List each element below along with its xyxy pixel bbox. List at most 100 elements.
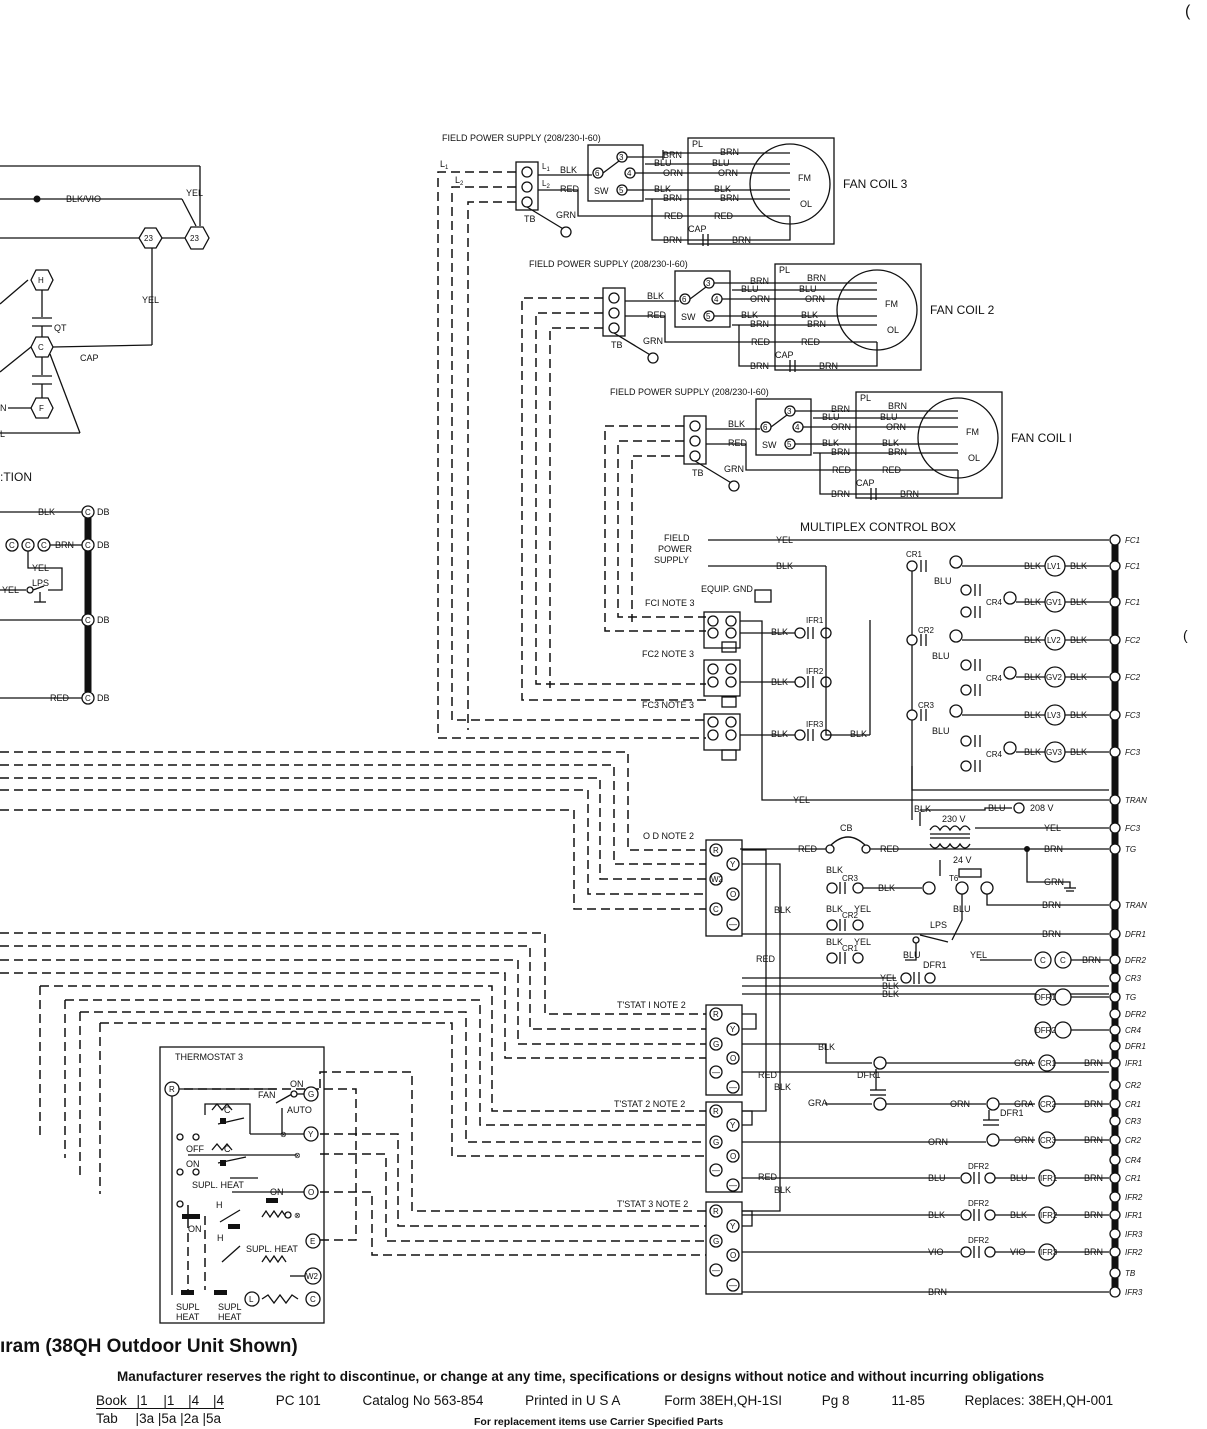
blu-1: BLU [928,1173,946,1183]
bus-terminal-node [1109,1024,1121,1036]
bus-terminal-label: FC2 [1125,636,1141,645]
fc2-sw5: 5 [706,312,711,321]
blk-t1: BLK [818,1042,835,1052]
thermostat-field-wiring [0,751,706,1256]
fc3-sw5: 5 [619,186,624,195]
fc2-red2: RED [751,337,771,347]
bus-terminal-label: FC1 [1125,562,1140,571]
l1-fc3: L1 [440,159,449,171]
dfr1-label: DFR1 [923,960,947,970]
printed: Printed in U S A [525,1393,621,1408]
fc2-fm: FM [885,299,898,309]
tab-val-4: 5a [206,1411,222,1426]
tstat1-note: T'STAT I NOTE 2 [617,1000,686,1010]
t1-y: Y [730,1025,736,1034]
gv2-blk2: BLK [1070,672,1087,682]
blk-6: BLK [928,1210,945,1220]
form-no: Form 38EH,QH-1SI [664,1393,782,1408]
bus-terminal-node [1109,1172,1121,1184]
blk-label: BLK [38,507,55,517]
fc1-orn2: ORN [886,422,906,432]
red-label: RED [50,693,70,703]
dfr2-l3: DFR2 [968,1236,989,1245]
bus-terminal-node [1109,972,1121,984]
bus-terminal-node [1109,1134,1121,1146]
bus-terminal-label: IFR3 [1125,1230,1143,1239]
cr2-blu: BLU [932,651,950,661]
bus-terminal-label: IFR2 [1125,1248,1143,1257]
fc1-brn4: BRN [888,447,907,457]
fc1-ol: OL [968,453,980,463]
fc2-blk: BLK [647,291,664,301]
cr4-label-1: CR4 [986,598,1003,607]
bus-terminal-node [1109,1246,1121,1258]
fan-coil-1: FIELD POWER SUPPLY (208/230-I-60) FAN CO… [610,387,1072,500]
fc2-note: FC2 NOTE 3 [642,649,694,659]
transformer: BLK BLU 208 V 230 V YEL 24 V CB RED RED … [740,802,1109,892]
gv3-blk2: BLK [1070,747,1087,757]
db-2: DB [97,540,110,550]
relay-coils: DFR1 DFR2 CR1 CR2 CR3 IFR1 IFR2 IFR3 BRN… [1034,988,1109,1261]
yel-4: YEL [880,973,897,983]
blk-run-1: BLK [774,905,791,915]
c-term-4: C [41,541,47,550]
bus-terminal-node [1109,1286,1121,1298]
fc3-supply-label: FIELD POWER SUPPLY (208/230-I-60) [442,133,601,143]
ifr2-blk: BLK [771,677,788,687]
fc1-orn1: ORN [831,422,851,432]
fc2-brn1: BRN [750,276,769,286]
fc2-brn6: BRN [819,361,838,371]
brn-label: BRN [55,540,74,550]
book-val-4: 4 [216,1393,224,1408]
bus-terminal-node [1109,634,1121,646]
ts-heat2: HEAT [218,1312,242,1322]
bus-terminal-label: TG [1125,993,1136,1002]
t2-o: O [730,1152,736,1161]
replaces: Replaces: 38EH,QH-001 [964,1393,1114,1408]
fc3-red: RED [560,184,580,194]
coil-dfr1: DFR1 [1035,993,1056,1002]
book-row: Book |1 |1 |4 |4 [96,1393,224,1409]
yel-label-3: YEL [32,563,49,573]
t3-r: R [713,1207,719,1216]
left-unit-wiring: BLK/VIO YEL 23 23 YEL H QT C CAP N F L :… [0,165,210,705]
t1-r: R [713,1010,719,1019]
bus-terminal-label: CR1 [1125,1174,1141,1183]
lv3: LV3 [1047,711,1061,720]
bus-terminal-label: DFR1 [1125,930,1146,939]
fc3-blu1: BLU [654,158,672,168]
fc1-note: FCI NOTE 3 [645,598,695,608]
bus-terminal-node [1109,534,1121,546]
lv2: LV2 [1047,636,1061,645]
t3-g: G [713,1237,719,1246]
bus-terminal-label: DFR2 [1125,956,1146,965]
fc2-title: FAN COIL 2 [930,303,995,317]
t1-g: G [713,1040,719,1049]
fc3-ol: OL [800,199,812,209]
svg-text:(: ( [1185,3,1191,20]
gv3-blk: BLK [1024,747,1041,757]
cb-red: RED [798,844,818,854]
bus-terminal-label: IFR3 [1125,1288,1143,1297]
lv1-blk2: BLK [1070,561,1087,571]
term-f: F [39,404,44,413]
footer-line: Book |1 |1 |4 |4 PC 101 Catalog No 563-8… [96,1393,1113,1409]
fc3-orn1: ORN [663,168,683,178]
field-wiring: L1 L2 [437,159,706,739]
lps-blu: BLU [903,950,921,960]
fc2-ol: OL [887,325,899,335]
tstat2-note: T'STAT 2 NOTE 2 [614,1099,685,1109]
bus-terminal-label: TB [1125,1269,1136,1278]
grn-label: GRN [1044,877,1064,887]
t1-m1: — [712,1068,720,1077]
diagram-caption: ıram (38QH Outdoor Unit Shown) [0,1336,298,1357]
fc3-pl: PL [692,139,703,149]
n-label: N [0,403,7,413]
ts-heat1: HEAT [176,1312,200,1322]
bus-terminal-node [1109,596,1121,608]
bus-terminal-label: TRAN [1125,901,1147,910]
fc1-fm: FM [966,427,979,437]
dfr1-brn: BRN [1042,929,1061,939]
fc2-tb: TB [611,340,623,350]
red-run-1: RED [756,954,776,964]
